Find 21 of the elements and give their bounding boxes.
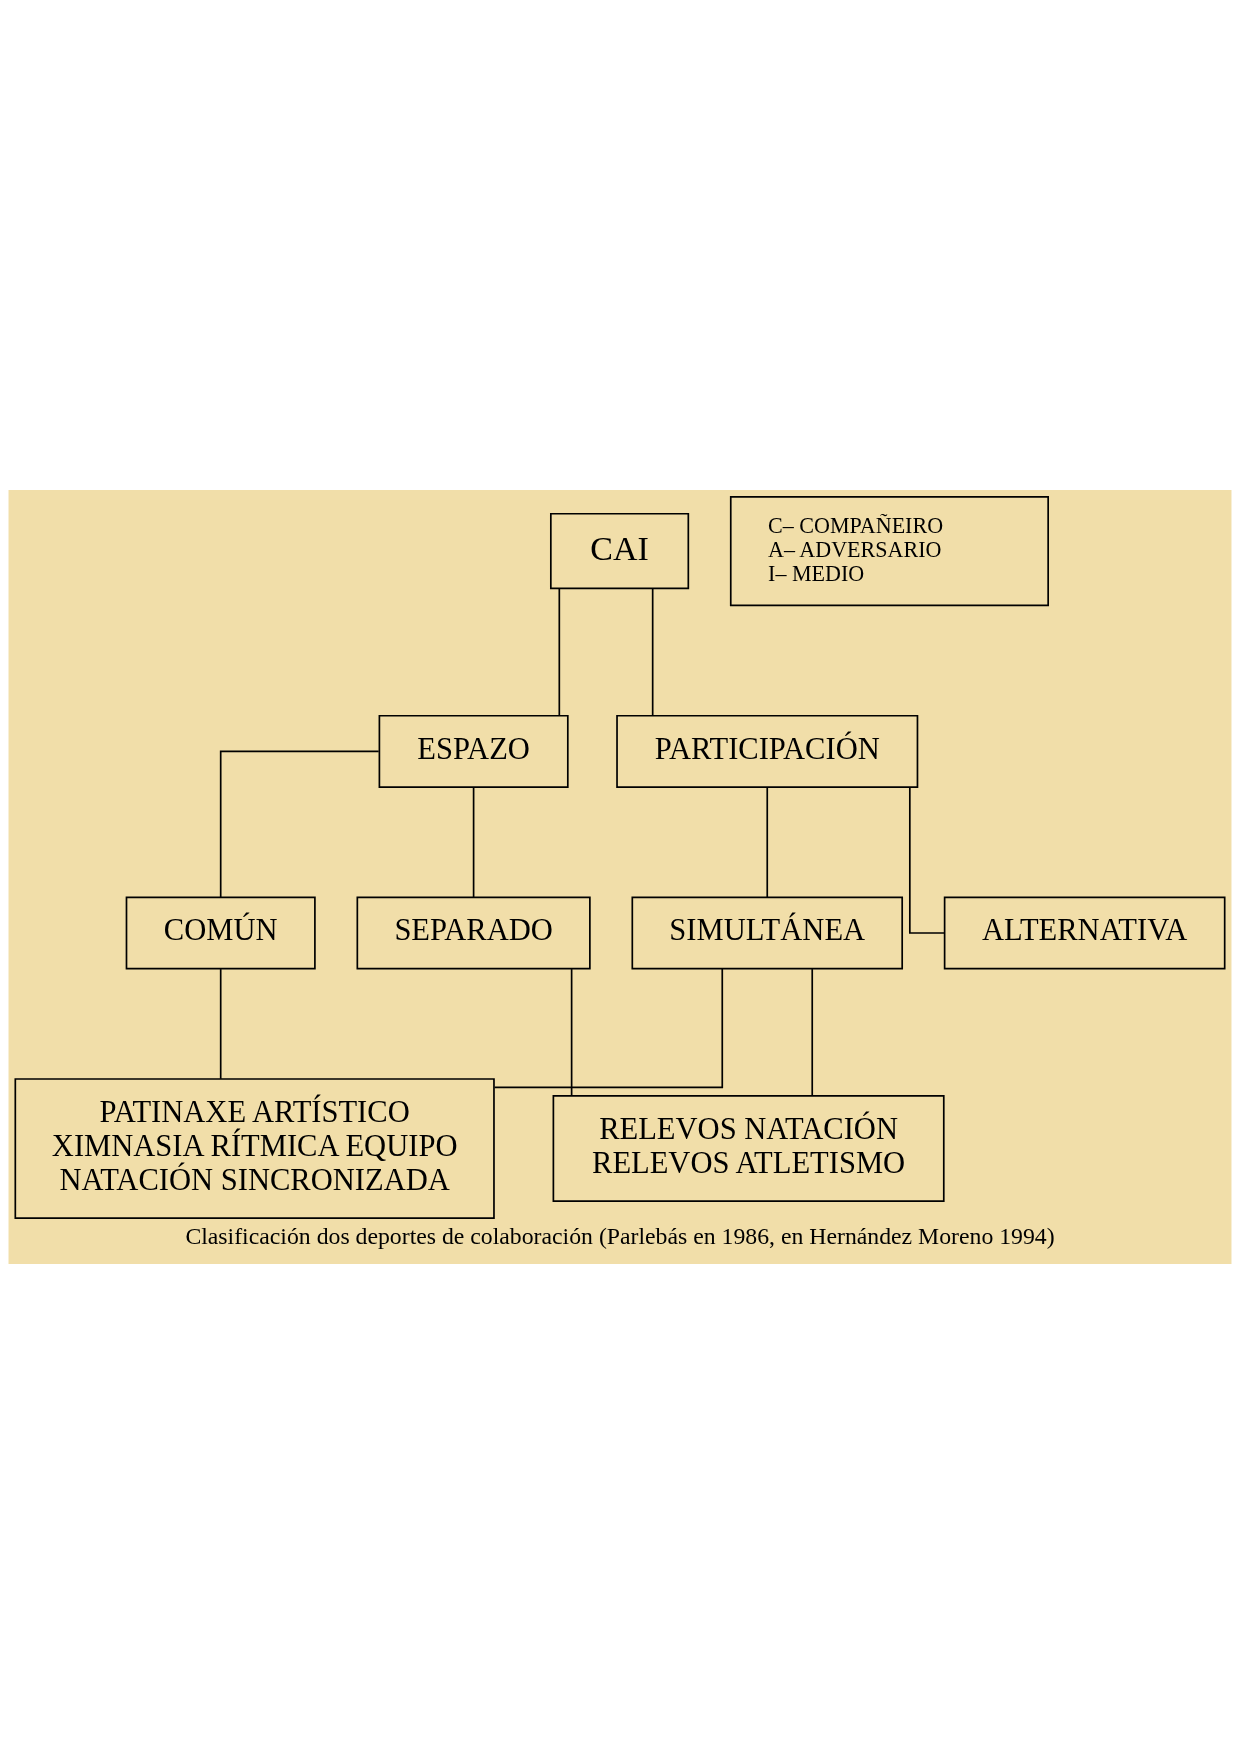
- node-box: COMÚN: [125, 896, 316, 970]
- node-box: C– COMPAÑEIRO A– ADVERSARIO I– MEDIO: [729, 495, 1049, 607]
- node-box: SEPARADO: [356, 896, 591, 970]
- connector: [766, 786, 769, 899]
- node-box: CAI: [550, 512, 690, 590]
- connector: [558, 587, 561, 717]
- node-box: PARTICIPACIÓN: [616, 714, 919, 788]
- node-box: RELEVOS NATACIÓN RELEVOS ATLETISMO: [552, 1095, 945, 1203]
- connector: [570, 968, 573, 1097]
- connector: [472, 786, 475, 899]
- node-box: SIMULTÁNEA: [631, 896, 904, 970]
- connector: [219, 750, 380, 898]
- node-box: ALTERNATIVA: [943, 896, 1226, 970]
- connector: [811, 968, 814, 1097]
- connector: [651, 587, 654, 717]
- connector: [493, 968, 724, 1089]
- connector: [219, 968, 222, 1080]
- node-box: ESPAZO: [378, 714, 569, 788]
- connector: [909, 786, 946, 934]
- caption: Clasificación dos deportes de colaboración (Parlebás en 1986, en Hernández Moreno 1994): [185, 1222, 1055, 1249]
- node-box: PATINAXE ARTÍSTICO XIMNASIA RÍTMICA EQUIPO NATACIÓN SINCRONIZADA: [14, 1078, 495, 1219]
